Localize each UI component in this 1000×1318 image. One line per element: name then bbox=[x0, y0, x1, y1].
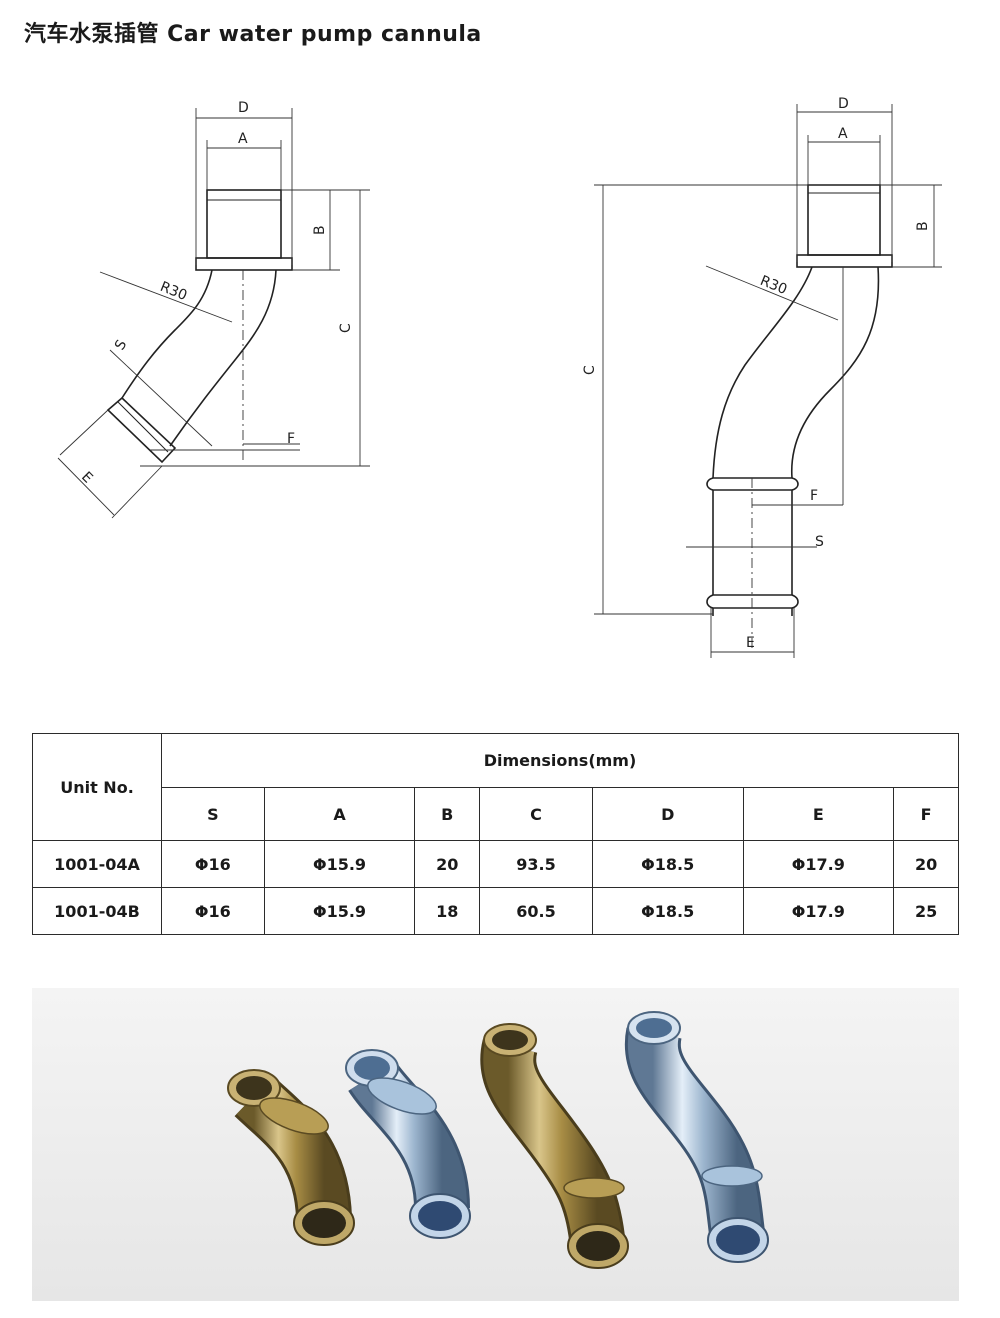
column-header-a: A bbox=[263, 787, 416, 841]
pipe-blue-s-bend bbox=[624, 1011, 769, 1263]
dim-label-f: F bbox=[810, 488, 818, 504]
table-cell: 93.5 bbox=[479, 840, 593, 888]
column-header-b: B bbox=[414, 787, 481, 841]
table-cell: Φ18.5 bbox=[591, 840, 744, 888]
dim-label-e: E bbox=[78, 469, 96, 487]
table-cell: Φ16 bbox=[161, 887, 265, 935]
dim-label-s: S bbox=[815, 534, 824, 550]
dim-label-c: C bbox=[582, 365, 598, 375]
column-header-e: E bbox=[742, 787, 895, 841]
pipe-gold-single-bend bbox=[227, 1069, 355, 1246]
unit-no-cell: 1001-04A bbox=[32, 840, 162, 888]
dim-label-d: D bbox=[238, 100, 249, 116]
pipe-gold-s-bend bbox=[480, 1023, 629, 1269]
dimensions-header: Dimensions(mm) bbox=[161, 733, 959, 788]
column-header-d: D bbox=[591, 787, 744, 841]
unit-no-header: Unit No. bbox=[32, 733, 162, 841]
dim-label-a: A bbox=[238, 131, 248, 147]
dim-label-a: A bbox=[838, 126, 848, 142]
table-cell: 20 bbox=[414, 840, 481, 888]
dim-label-b: B bbox=[915, 221, 931, 231]
table-row: 1001-04B Φ16 Φ15.9 18 60.5 Φ18.5 Φ17.9 2… bbox=[32, 887, 959, 935]
dim-label-s: S bbox=[112, 337, 130, 353]
table-cell: Φ17.9 bbox=[742, 840, 895, 888]
column-header-c: C bbox=[479, 787, 593, 841]
table-cell: 20 bbox=[893, 840, 959, 888]
product-photo bbox=[32, 988, 959, 1301]
pipe-blue-single-bend bbox=[345, 1049, 471, 1239]
unit-no-cell: 1001-04B bbox=[32, 887, 162, 935]
table-cell: 60.5 bbox=[479, 887, 593, 935]
table-row: 1001-04A Φ16 Φ15.9 20 93.5 Φ18.5 Φ17.9 2… bbox=[32, 840, 959, 888]
table-cell: Φ18.5 bbox=[591, 887, 744, 935]
column-header-f: F bbox=[893, 787, 959, 841]
dim-label-d: D bbox=[838, 96, 849, 112]
drawing-s-bend: D A B C R30 S E F bbox=[580, 85, 950, 665]
table-cell: Φ16 bbox=[161, 840, 265, 888]
table-cell: Φ15.9 bbox=[263, 887, 416, 935]
table-cell: 18 bbox=[414, 887, 481, 935]
table-cell: Φ15.9 bbox=[263, 840, 416, 888]
table-cell: 25 bbox=[893, 887, 959, 935]
column-header-s: S bbox=[161, 787, 265, 841]
dim-label-f: F bbox=[287, 431, 295, 447]
dim-label-r30: R30 bbox=[758, 273, 790, 298]
page-title: 汽车水泵插管 Car water pump cannula bbox=[24, 22, 482, 47]
dim-label-c: C bbox=[338, 323, 354, 333]
spec-table: Unit No. Dimensions(mm) S A B C D E F 10… bbox=[32, 733, 959, 935]
dim-label-e: E bbox=[746, 635, 755, 651]
dim-label-b: B bbox=[312, 225, 328, 235]
table-cell: Φ17.9 bbox=[742, 887, 895, 935]
drawing-single-bend: D A B C R30 S E F bbox=[40, 85, 400, 525]
